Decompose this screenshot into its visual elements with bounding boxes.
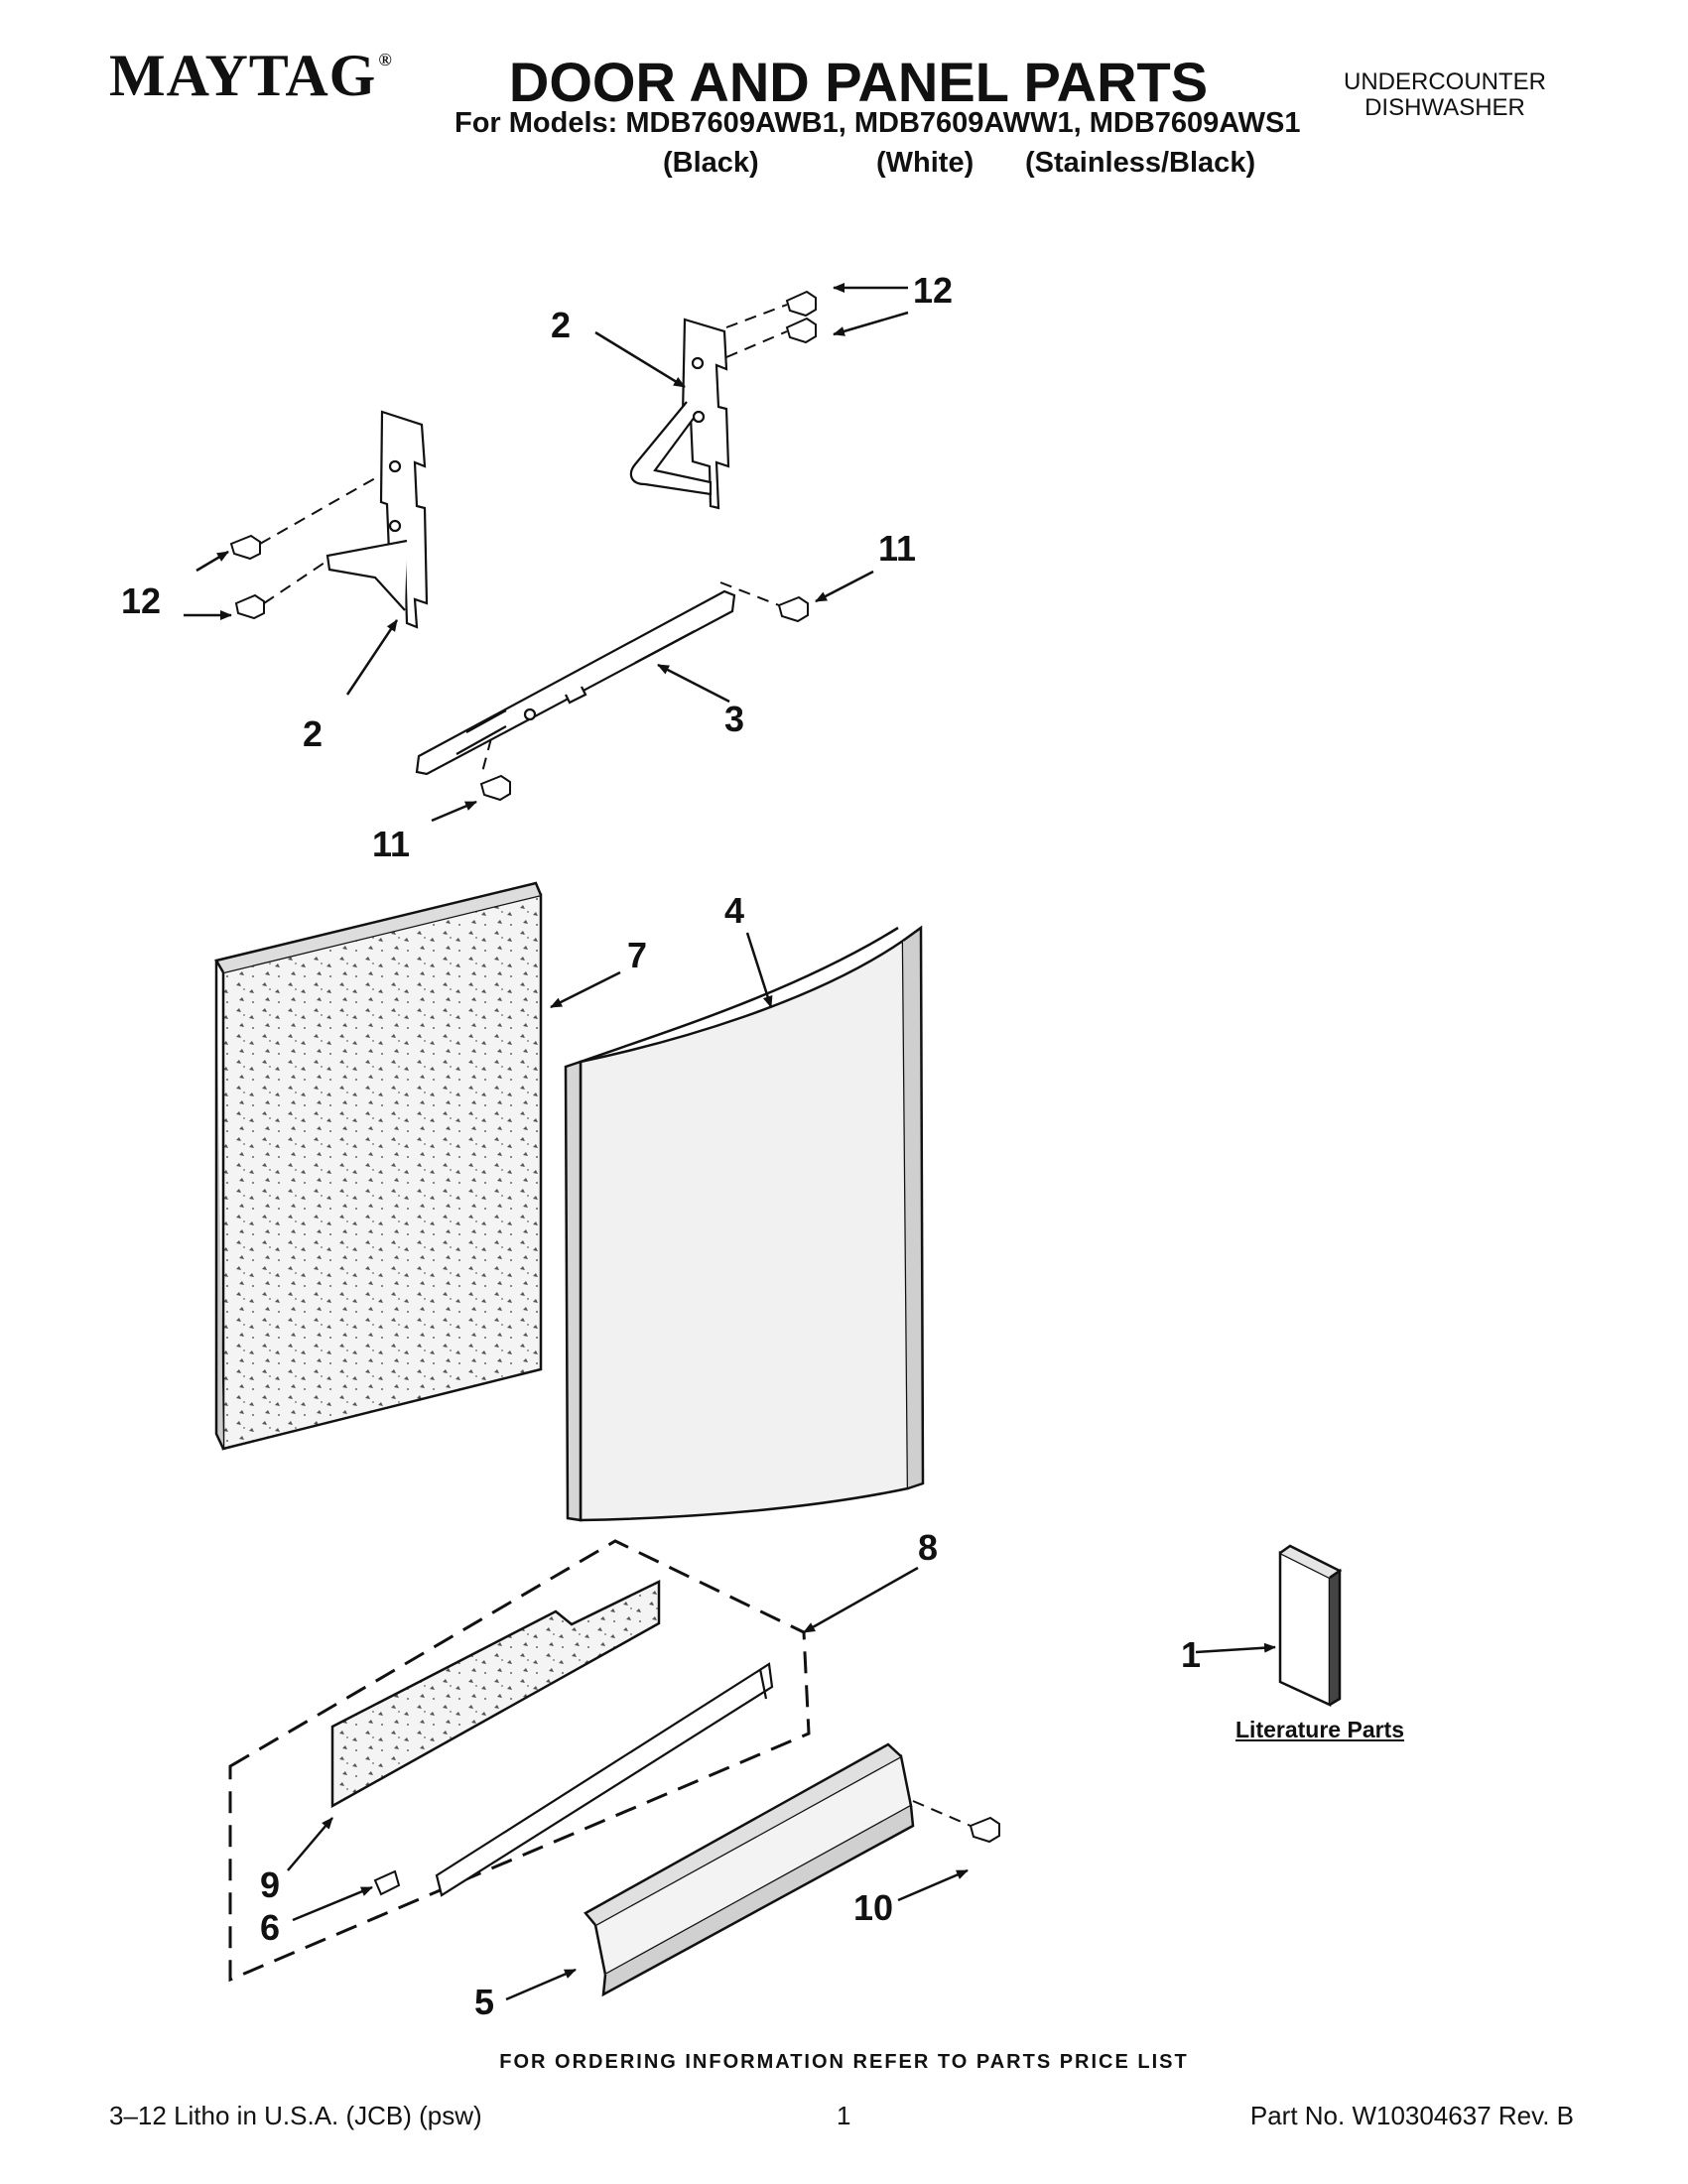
toe-panel-kit-outline xyxy=(228,1539,811,1983)
callout-12-lower: 12 xyxy=(121,580,161,621)
ordering-note: FOR ORDERING INFORMATION REFER TO PARTS … xyxy=(499,2051,1189,2073)
literature-booklet xyxy=(1278,1544,1343,1707)
toe-panel-rail xyxy=(435,1662,774,1897)
models-line: For Models: MDB7609AWB1, MDB7609AWW1, MD… xyxy=(454,107,1301,139)
callout-7: 7 xyxy=(627,935,647,975)
callout-5: 5 xyxy=(474,1982,494,2022)
callout-4: 4 xyxy=(724,890,744,931)
hinge-screw xyxy=(229,290,817,620)
callout-11-lower: 11 xyxy=(372,824,410,864)
variant-white: (White) xyxy=(876,147,974,179)
litho-note: 3–12 Litho in U.S.A. (JCB) (psw) xyxy=(109,2101,482,2130)
callout-11-upper: 11 xyxy=(878,528,916,569)
door-hinge-bracket-lower xyxy=(325,410,429,629)
category-line-1: UNDERCOUNTER xyxy=(1344,68,1546,95)
rail-screw xyxy=(479,595,809,802)
callout-6: 6 xyxy=(260,1907,280,1948)
door-hinge-bracket-upper xyxy=(629,318,730,510)
variant-stainless-black: (Stainless/Black) xyxy=(1025,147,1256,179)
variant-black: (Black) xyxy=(663,147,759,179)
door-insulation-panel xyxy=(214,881,543,1451)
registered-mark: ® xyxy=(378,50,393,69)
literature-parts-label: Literature Parts xyxy=(1235,1717,1405,1742)
page-title: DOOR AND PANEL PARTS xyxy=(508,51,1209,113)
toe-kick-panel xyxy=(584,1742,915,1997)
callout-1: 1 xyxy=(1181,1634,1201,1675)
callout-arrows xyxy=(184,283,1276,2001)
part-number: Part No. W10304637 Rev. B xyxy=(1249,2101,1574,2130)
callout-12-upper: 12 xyxy=(913,270,953,311)
brand-name: MAYTAG xyxy=(109,43,377,108)
product-category: UNDERCOUNTER DISHWASHER xyxy=(1316,69,1574,121)
toe-insulation-strip xyxy=(330,1579,661,1809)
toe-panel-clip xyxy=(373,1869,401,1896)
category-line-2: DISHWASHER xyxy=(1364,94,1525,121)
toe-kick-screw xyxy=(969,1816,1000,1844)
door-mounting-rail xyxy=(415,589,736,776)
callout-8: 8 xyxy=(918,1527,938,1568)
callout-10: 10 xyxy=(853,1887,893,1928)
callout-2-upper: 2 xyxy=(551,305,571,345)
callout-3: 3 xyxy=(724,699,744,739)
callout-9: 9 xyxy=(260,1864,280,1905)
toe-kick-screw-guide xyxy=(912,1800,972,1827)
brand-logo: MAYTAG® xyxy=(109,42,393,110)
outer-door-panel xyxy=(564,925,925,1522)
page-number: 1 xyxy=(837,2101,851,2130)
callout-2-lower: 2 xyxy=(303,713,323,754)
